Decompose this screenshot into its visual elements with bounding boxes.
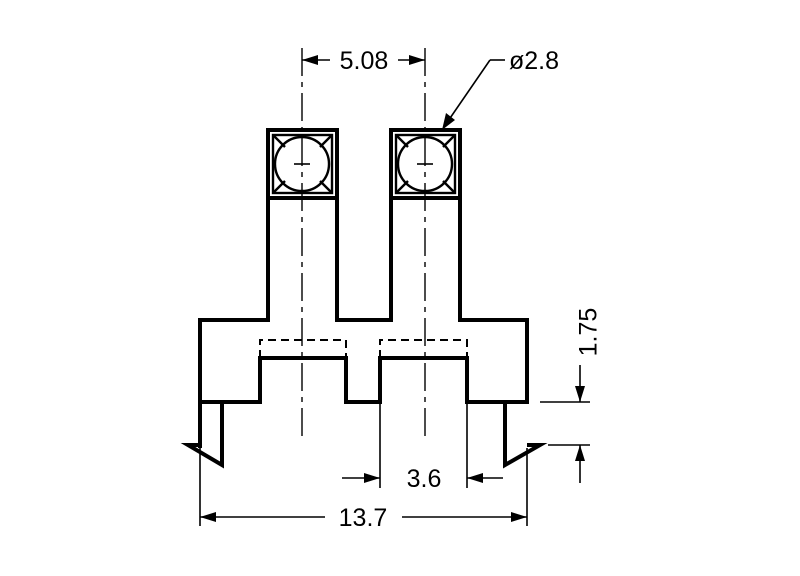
right-latch-leg: [503, 400, 548, 469]
slot-width-dimension: 3.6: [342, 402, 503, 493]
overall-width-label: 13.7: [339, 504, 388, 532]
left-hidden-slot: [259, 339, 347, 358]
slot-width-label: 3.6: [407, 465, 442, 493]
hole-diameter-label: ø2.8: [509, 47, 559, 75]
height-dimension: 1.75: [540, 308, 603, 483]
pitch-label: 5.08: [340, 47, 389, 75]
left-latch-leg: [180, 400, 224, 469]
overall-width-dimension: 13.7: [199, 448, 528, 532]
pitch-dimension: 5.08: [302, 47, 425, 75]
right-hidden-slot: [379, 339, 468, 358]
hole-diameter-dimension: ø2.8: [442, 47, 559, 130]
height-label: 1.75: [575, 308, 603, 357]
body-outline: [198, 128, 529, 448]
